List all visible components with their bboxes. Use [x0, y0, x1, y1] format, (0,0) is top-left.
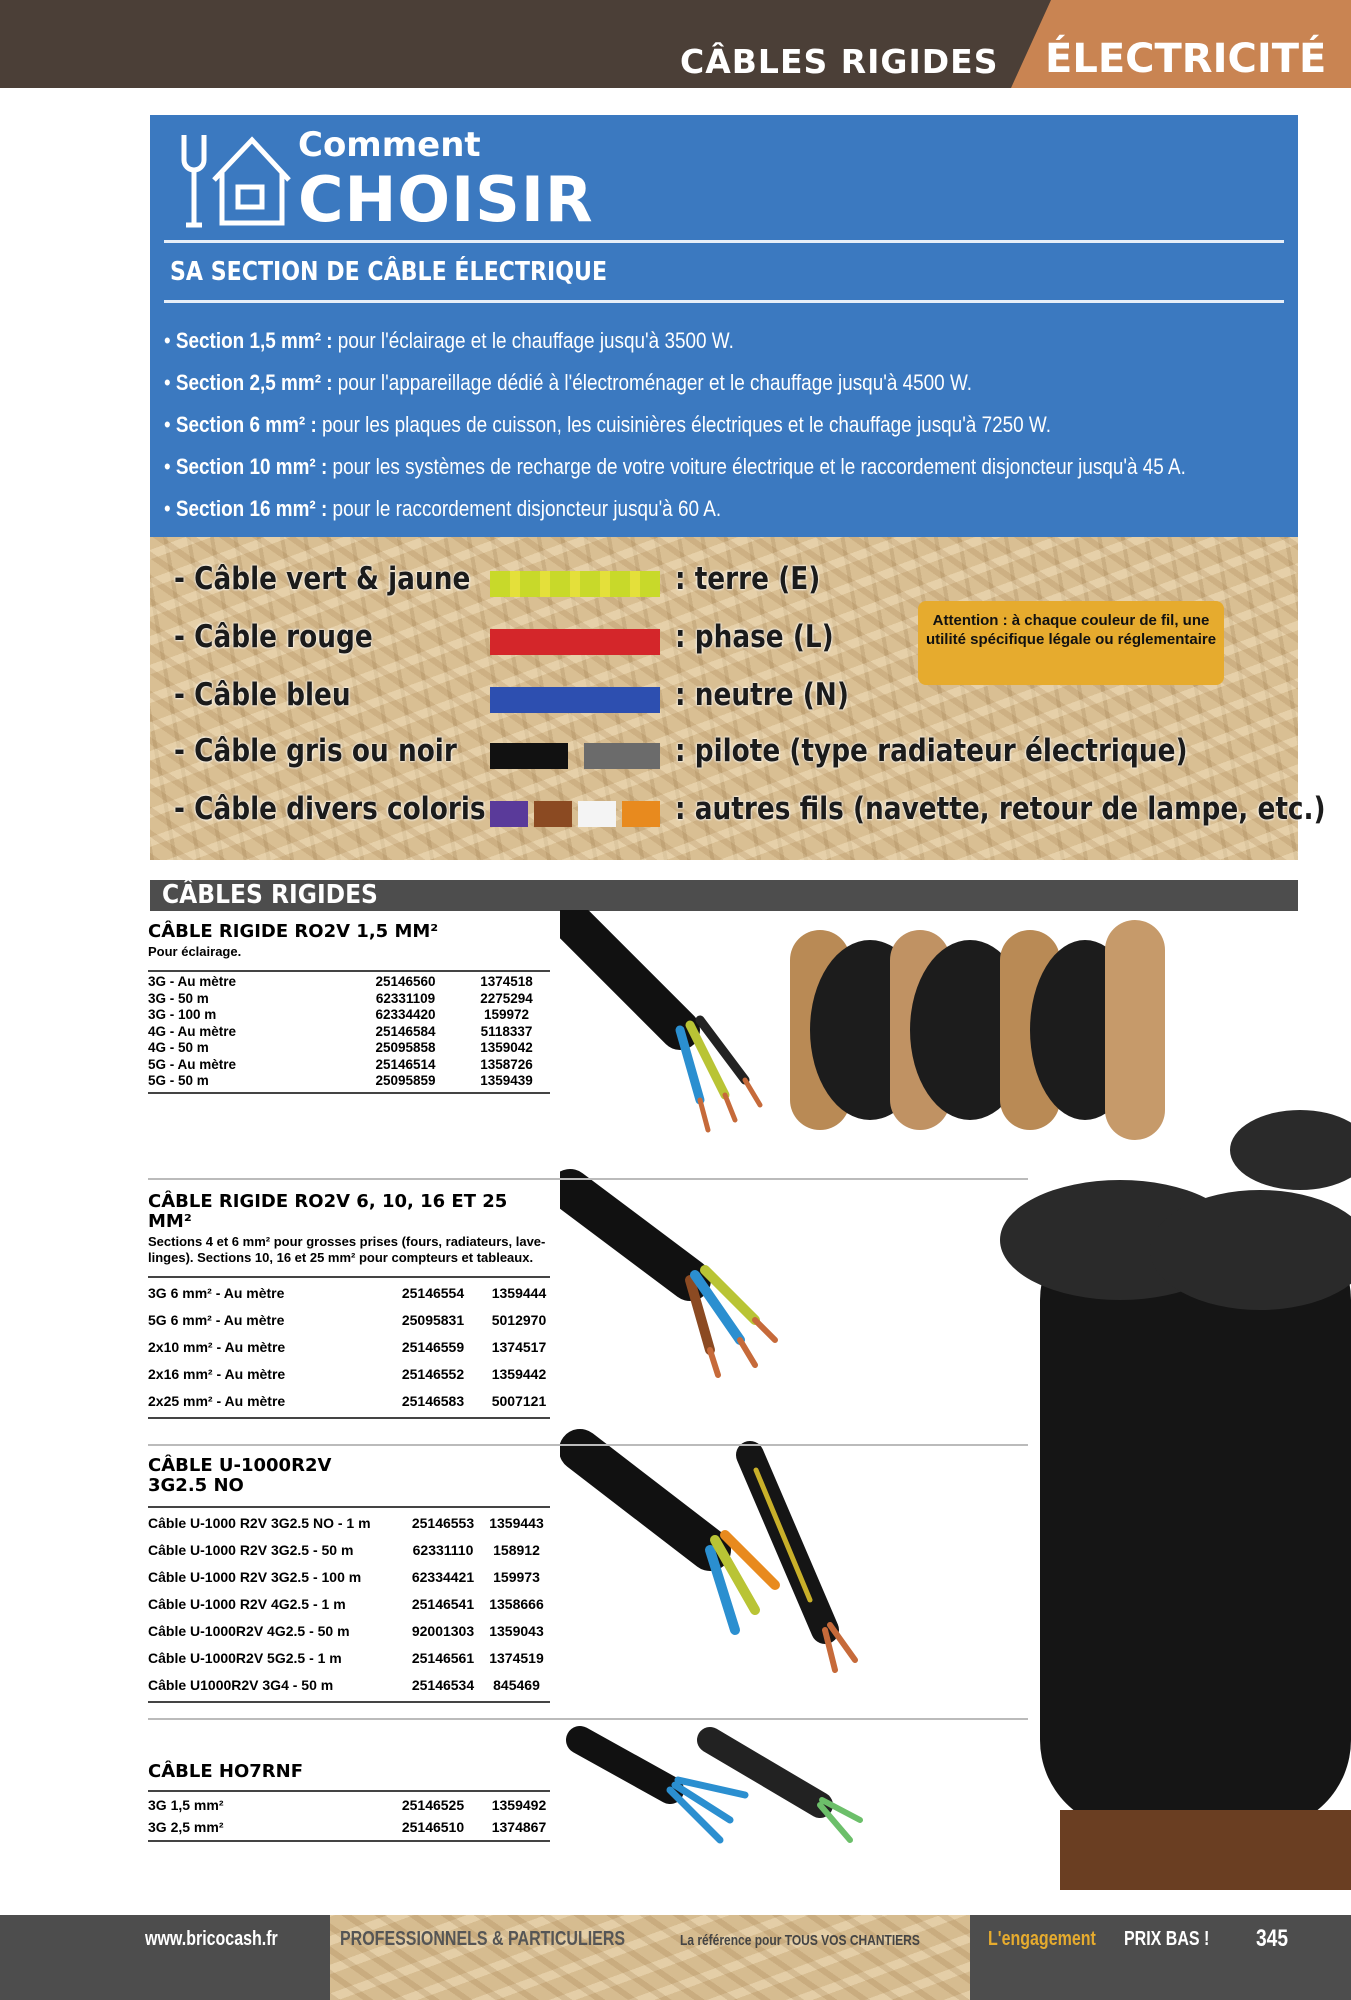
section-header: CÂBLES RIGIDES [150, 880, 1298, 911]
color-label: - Câble bleu [174, 677, 351, 713]
divider [148, 1718, 1028, 1720]
color-label: - Câble gris ou noir [174, 733, 457, 769]
color-meaning: : terre (E) [675, 561, 821, 597]
footer-wood-band [330, 1915, 970, 2000]
guide-panel: Comment CHOISIR SA SECTION DE CÂBLE ÉLEC… [150, 115, 1298, 537]
green-yellow-swatch [490, 571, 660, 597]
divider [148, 1178, 1028, 1180]
cable-reels-image [790, 920, 1165, 1140]
color-meaning: : pilote (type radiateur électrique) [675, 733, 1188, 769]
color-label: - Câble divers coloris [174, 791, 486, 827]
product-u1000r2v: CÂBLE U-1000R2V 3G2.5 NO Câble U-1000 R2… [148, 1456, 550, 1703]
divider [164, 240, 1284, 243]
product-description: Pour éclairage. [148, 944, 242, 959]
color-label: - Câble rouge [174, 619, 373, 655]
product-title: CÂBLE RIGIDE RO2V 6, 10, 16 ET 25 MM² [148, 1191, 508, 1232]
page-number: 345 [1256, 1925, 1289, 1952]
cable-image [560, 910, 763, 1133]
product-title: CÂBLE RIGIDE RO2V 1,5 MM² [148, 921, 439, 942]
color-meaning: : autres fils (navette, retour de lampe,… [675, 791, 1326, 827]
wrench-house-icon [181, 135, 291, 228]
grey-swatch [584, 743, 660, 769]
cable-image [560, 1169, 778, 1378]
footer-promise-bold: PRIX BAS ! [1124, 1928, 1210, 1950]
bullet-item: • Section 2,5 mm² : pour l'appareillage … [164, 370, 973, 395]
divider [148, 1444, 1028, 1446]
orange-swatch [622, 801, 660, 827]
footer-slogan: PROFESSIONNELS & PARTICULIERS [340, 1928, 626, 1950]
product-images [560, 910, 1351, 1890]
coil-pallet-image [1000, 1110, 1351, 1890]
subcategory-title: CÂBLES RIGIDES [680, 42, 999, 81]
product-ro2v-1-5: CÂBLE RIGIDE RO2V 1,5 MM² Pour éclairage… [148, 922, 550, 1094]
divider [164, 300, 1284, 303]
guide-title: CHOISIR [298, 163, 594, 236]
cable-image [566, 1726, 863, 1844]
footer-promise: L'engagement [988, 1928, 1096, 1950]
guide-kicker: Comment [298, 125, 481, 165]
cable-image [560, 1429, 858, 1673]
category-tab [1011, 0, 1351, 88]
product-description: Sections 4 et 6 mm² pour grosses prises … [148, 1234, 546, 1265]
section-bullets: • Section 1,5 mm² : pour l'éclairage et … [164, 320, 1282, 530]
attention-note: Attention : à chaque couleur de fil, une… [918, 601, 1224, 685]
blue-swatch [490, 687, 660, 713]
color-label: - Câble vert & jaune [174, 561, 471, 597]
red-swatch [490, 629, 660, 655]
bullet-item: • Section 6 mm² : pour les plaques de cu… [164, 412, 1052, 437]
purple-swatch [490, 801, 528, 827]
bullet-item: • Section 10 mm² : pour les systèmes de … [164, 454, 1186, 479]
color-meaning: : neutre (N) [675, 677, 849, 713]
product-ro2v-large: CÂBLE RIGIDE RO2V 6, 10, 16 ET 25 MM² Se… [148, 1192, 550, 1419]
black-swatch [490, 743, 568, 769]
bullet-item: • Section 16 mm² : pour le raccordement … [164, 496, 722, 521]
category-title: ÉLECTRICITÉ [1045, 36, 1327, 82]
brown-swatch [534, 801, 572, 827]
product-title: CÂBLE U-1000R2V 3G2.5 NO [148, 1455, 332, 1496]
bullet-item: • Section 1,5 mm² : pour l'éclairage et … [164, 328, 734, 353]
guide-subtitle: SA SECTION DE CÂBLE ÉLECTRIQUE [170, 257, 608, 287]
footer-tagline: La référence pour TOUS VOS CHANTIERS [680, 1932, 920, 1949]
white-swatch [578, 801, 616, 827]
wire-color-guide: - Câble vert & jaune - Câble rouge - Câb… [150, 537, 1326, 860]
color-meaning: : phase (L) [675, 619, 834, 655]
product-title: CÂBLE HO7RNF [148, 1761, 304, 1782]
website-link[interactable]: www.bricocash.fr [145, 1928, 278, 1950]
